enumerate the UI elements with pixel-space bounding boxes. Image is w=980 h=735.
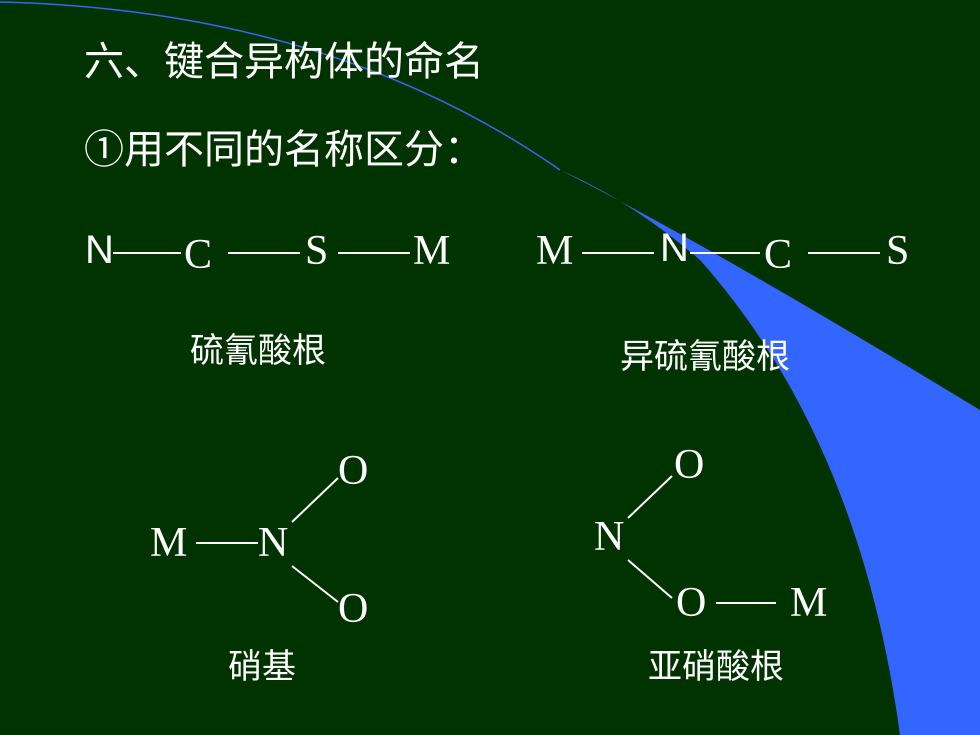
atom-n: N	[85, 228, 114, 272]
atom-s: S	[886, 228, 910, 274]
bond-line	[113, 252, 181, 254]
ligand-name-nitro: 硝基	[228, 647, 296, 687]
atom-o-top: O	[674, 442, 705, 488]
bond-line	[627, 559, 673, 599]
atom-n: N	[594, 514, 625, 560]
ligand-name-isothiocyanato: 异硫氰酸根	[620, 337, 790, 377]
bond-line	[338, 252, 410, 254]
atom-n: N	[660, 226, 689, 270]
atom-m: M	[150, 520, 188, 566]
atom-o-bottom: O	[338, 586, 369, 632]
ligand-name-thiocyanato: 硫氰酸根	[190, 331, 326, 371]
atom-o-mid: O	[676, 580, 707, 626]
bond-line	[690, 252, 760, 254]
bond-line	[291, 477, 339, 523]
bond-line	[627, 475, 673, 519]
bond-line	[716, 602, 776, 604]
atom-m: M	[413, 228, 451, 274]
atom-s: S	[305, 228, 329, 274]
atom-m: M	[790, 580, 828, 626]
atom-c: C	[764, 232, 793, 278]
atom-o-top: O	[338, 448, 369, 494]
atom-m: M	[536, 228, 574, 274]
slide-heading: 六、键合异构体的命名	[84, 39, 484, 85]
bond-line	[228, 252, 300, 254]
bond-line	[196, 542, 258, 544]
bond-line	[582, 252, 654, 254]
atom-c: C	[184, 232, 213, 278]
bond-line	[808, 252, 880, 254]
slide-subheading: ①用不同的名称区分：	[84, 127, 484, 173]
bond-line	[291, 565, 339, 603]
ligand-name-nitrito: 亚硝酸根	[648, 647, 784, 687]
atom-n: N	[258, 520, 289, 566]
